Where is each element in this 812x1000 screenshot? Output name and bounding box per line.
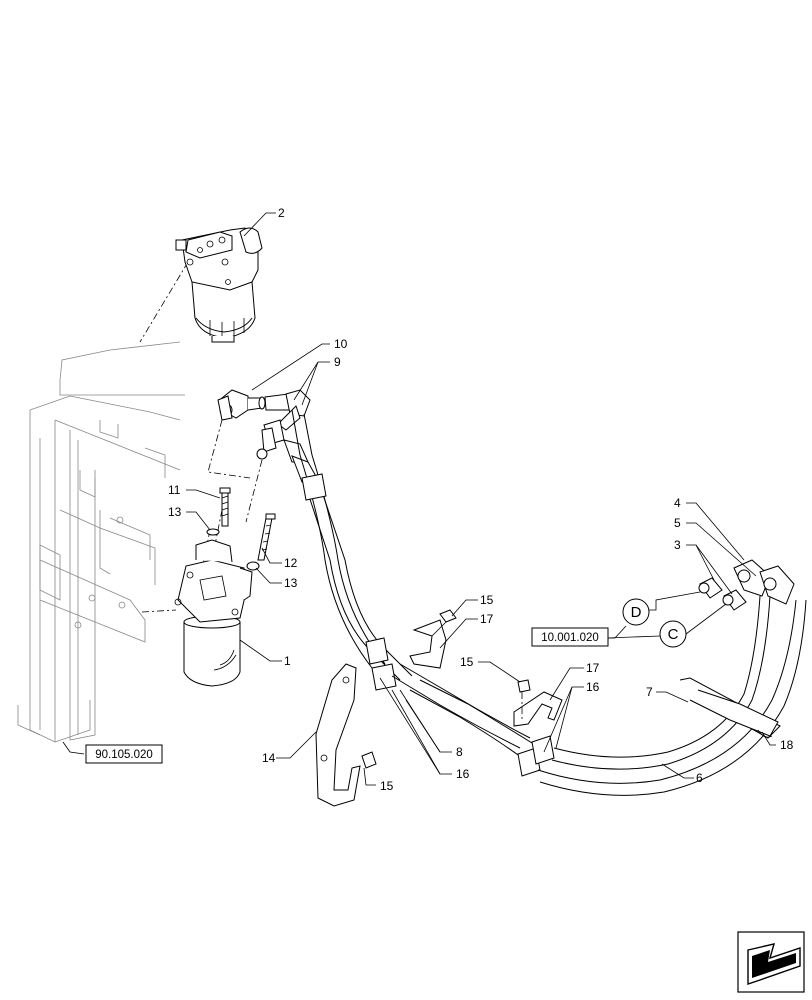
callout-5: 5 — [674, 516, 681, 530]
callout-15-mid: 15 — [460, 655, 474, 669]
callout-labels: 2 10 9 11 13 12 13 1 14 15 15 17 15 17 1… — [168, 206, 794, 793]
assembly-line-frame — [141, 609, 177, 613]
callout-2: 2 — [278, 206, 285, 220]
fuel-filter-bowl — [174, 539, 253, 687]
fittings-10-9 — [217, 389, 319, 483]
reference-engine[interactable]: 10.001.020 — [531, 627, 609, 647]
callout-1: 1 — [284, 654, 291, 668]
bracket-17-upper — [409, 619, 447, 669]
fuel-hoses — [291, 409, 807, 796]
chassis-frame — [17, 341, 185, 743]
callout-7: 7 — [646, 685, 653, 699]
bolt-15-lower — [361, 751, 377, 769]
connector-d-label: D — [631, 604, 642, 621]
bracket-17-lower — [513, 691, 563, 727]
callout-8: 8 — [456, 745, 463, 759]
callout-10: 10 — [334, 337, 348, 351]
pipe-7-18 — [679, 677, 781, 739]
callout-13-upper: 13 — [168, 505, 182, 519]
reference-engine-label[interactable]: 10.001.020 — [541, 632, 599, 644]
leader-lines — [62, 212, 776, 786]
reference-frame-label[interactable]: 90.105.020 — [95, 749, 153, 761]
connector-c: C — [659, 620, 687, 648]
callout-6: 6 — [696, 771, 703, 785]
callout-12: 12 — [284, 556, 298, 570]
bolt-15-upper — [431, 609, 457, 637]
callout-14: 14 — [262, 751, 276, 765]
callout-13-lower: 13 — [284, 576, 298, 590]
callout-11: 11 — [168, 483, 181, 497]
callout-4: 4 — [674, 496, 681, 510]
connector-c-label: C — [668, 626, 679, 643]
bolts — [206, 487, 276, 571]
callout-15-upper: 15 — [480, 593, 494, 607]
callout-17-lower: 17 — [586, 661, 600, 675]
callout-18: 18 — [780, 738, 794, 752]
assembly-line-10 — [207, 419, 251, 479]
callout-3: 3 — [674, 538, 681, 552]
navigation-arrow-icon[interactable] — [737, 931, 805, 993]
assembly-line-9 — [245, 459, 263, 523]
fitting-3 — [698, 577, 747, 611]
connector-d: D — [622, 598, 650, 626]
callout-16-left: 16 — [456, 767, 470, 781]
assembly-line-2 — [139, 261, 189, 343]
fuel-filter-head — [175, 227, 263, 343]
bolt-15-mid — [517, 679, 531, 722]
reference-frame[interactable]: 90.105.020 — [85, 744, 163, 764]
callout-17-upper: 17 — [480, 612, 494, 626]
callout-16-right: 16 — [586, 680, 600, 694]
callout-9: 9 — [334, 355, 341, 369]
callout-15-lower: 15 — [380, 779, 394, 793]
bracket-14 — [315, 663, 361, 807]
